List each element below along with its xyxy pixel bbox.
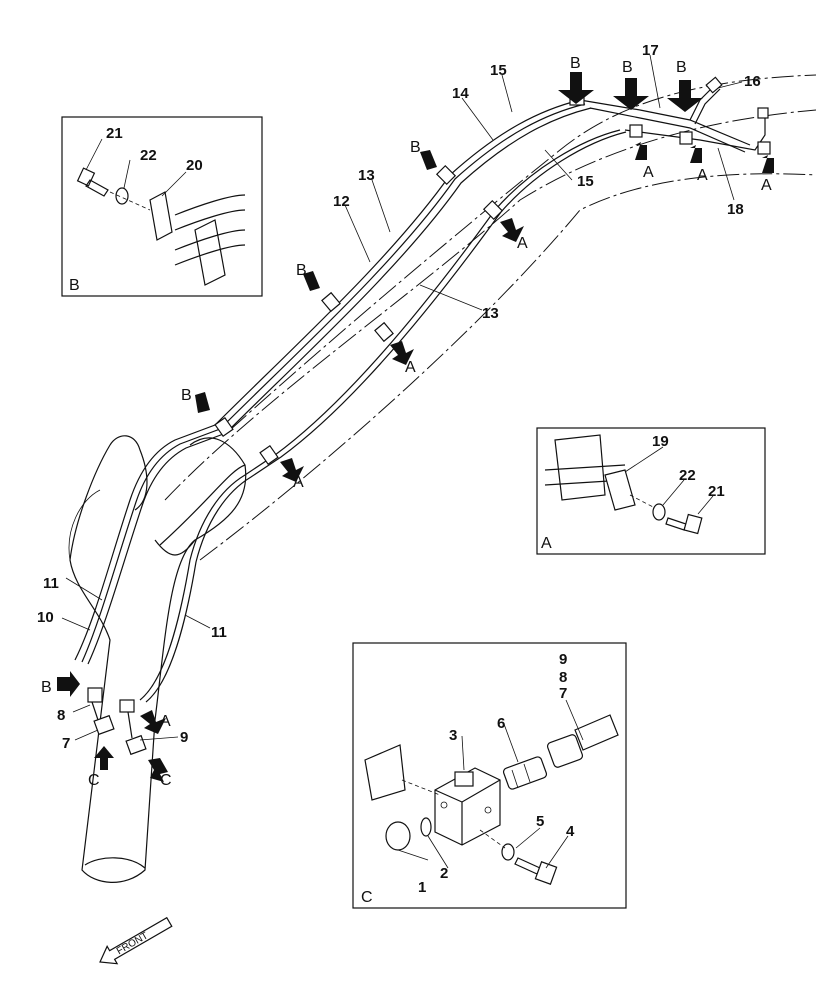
letter-b-1: B xyxy=(181,387,192,404)
letter-a-3: A xyxy=(517,235,528,252)
label-21-b: 21 xyxy=(106,125,123,142)
plug-icon xyxy=(385,821,411,851)
end-valves xyxy=(87,687,147,756)
letter-a-4: A xyxy=(643,164,654,181)
label-6: 6 xyxy=(497,715,505,732)
label-8: 8 xyxy=(57,707,65,724)
label-22-a: 22 xyxy=(679,467,696,484)
washer-icon xyxy=(652,503,666,521)
letter-b-6: B xyxy=(676,59,687,76)
label-16: 16 xyxy=(744,73,761,90)
label-10: 10 xyxy=(37,609,54,626)
label-13-top: 13 xyxy=(358,167,375,184)
label-15-top: 15 xyxy=(490,62,507,79)
label-11-right: 11 xyxy=(211,624,227,641)
front-label: FRONT xyxy=(115,930,150,957)
label-2: 2 xyxy=(440,865,448,882)
label-21-a: 21 xyxy=(708,483,725,500)
arrows-b xyxy=(57,72,703,697)
arrows-c xyxy=(94,746,168,782)
clamp-icon xyxy=(149,191,226,286)
letter-c-left: C xyxy=(88,772,100,789)
label-11-left: 11 xyxy=(43,575,59,592)
o-ring-icon xyxy=(420,817,432,837)
label-7-c: 7 xyxy=(559,685,567,702)
washer-icon xyxy=(501,843,515,861)
fitting-icon xyxy=(502,756,548,790)
bolt-icon xyxy=(76,167,109,197)
label-1: 1 xyxy=(418,879,426,896)
detail-b xyxy=(61,116,263,297)
letter-b-4: B xyxy=(570,55,581,72)
letter-a-box: A xyxy=(541,535,552,552)
letter-c-box: C xyxy=(361,889,373,906)
label-3: 3 xyxy=(449,727,457,744)
part-labels: 21 22 20 19 22 21 9 8 7 3 6 5 4 2 1 11 1… xyxy=(37,42,761,896)
label-20: 20 xyxy=(186,157,203,174)
front-indicator: FRONT xyxy=(99,916,173,965)
label-15-right: 15 xyxy=(577,173,594,190)
letter-a-arm: A xyxy=(160,713,171,730)
label-9-c: 9 xyxy=(559,651,567,668)
letter-a-5: A xyxy=(697,167,708,184)
label-17: 17 xyxy=(642,42,659,59)
boom-outline xyxy=(164,74,816,561)
letter-b-arm: B xyxy=(41,679,52,696)
letter-a-1: A xyxy=(293,474,304,491)
letter-b-5: B xyxy=(622,59,633,76)
leader-lines xyxy=(61,54,743,869)
front-arrow-icon xyxy=(99,916,173,965)
label-4: 4 xyxy=(566,823,575,840)
washer-icon xyxy=(115,187,129,205)
label-5: 5 xyxy=(536,813,544,830)
detail-c xyxy=(352,642,627,909)
label-9: 9 xyxy=(180,729,188,746)
arrows-a xyxy=(140,142,774,734)
letter-b-3: B xyxy=(410,139,421,156)
hose-lines xyxy=(74,84,766,703)
bolt-icon xyxy=(665,513,703,535)
letter-b-2: B xyxy=(296,262,307,279)
clamp-icon xyxy=(604,469,636,511)
label-14: 14 xyxy=(452,85,469,102)
label-22-b: 22 xyxy=(140,147,157,164)
label-12: 12 xyxy=(333,193,350,210)
label-19: 19 xyxy=(652,433,669,450)
hose-fitting-icon xyxy=(546,714,619,768)
detail-a xyxy=(536,427,766,555)
letter-b-box: B xyxy=(69,277,80,294)
hose-clamps xyxy=(214,76,771,466)
letter-a-2: A xyxy=(405,359,416,376)
letter-a-6: A xyxy=(761,177,772,194)
label-7: 7 xyxy=(62,735,70,752)
letter-c-right: C xyxy=(160,772,172,789)
label-13-mid: 13 xyxy=(482,305,499,322)
detail-letters: B A C B A C C B A B A B A B B B A A A xyxy=(41,55,772,906)
label-18: 18 xyxy=(727,201,744,218)
arm-outline xyxy=(68,435,247,883)
bolt-icon xyxy=(514,857,558,885)
label-8-c: 8 xyxy=(559,669,567,686)
valve-block-icon xyxy=(434,767,501,846)
